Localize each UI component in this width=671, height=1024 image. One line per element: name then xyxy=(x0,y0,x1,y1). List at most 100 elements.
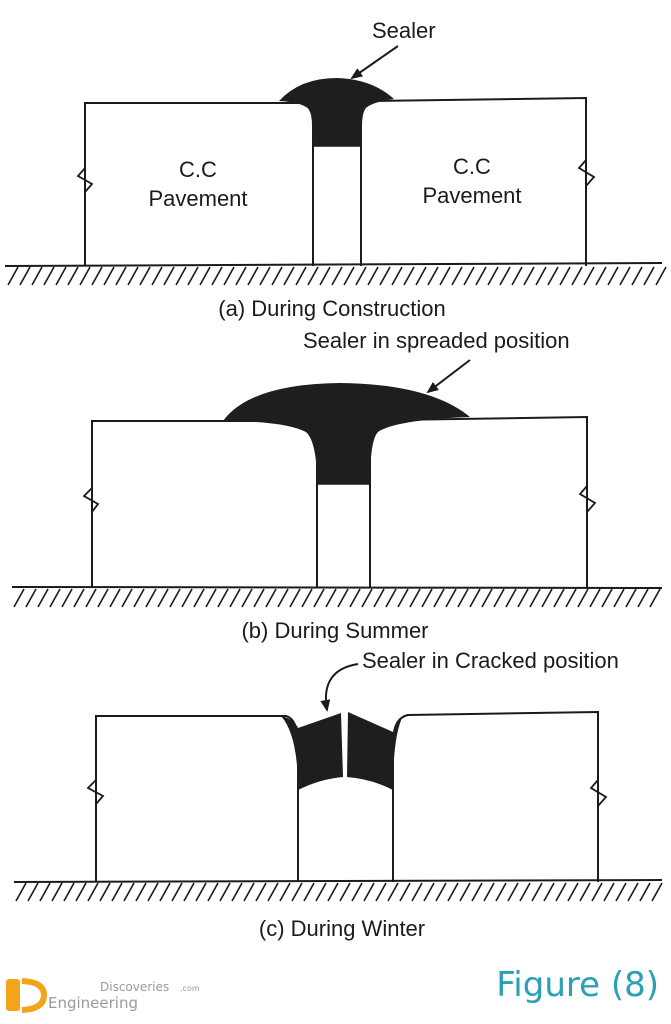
sealer-b xyxy=(223,383,470,484)
right-slab-c xyxy=(392,710,608,882)
hatch-tick xyxy=(327,882,339,902)
hatch-tick xyxy=(217,588,229,608)
hatch-tick xyxy=(187,266,199,286)
caption-a: (a) During Construction xyxy=(218,296,445,321)
ground-hatch-b xyxy=(11,586,663,608)
hatch-tick xyxy=(193,588,205,608)
hatch-tick xyxy=(147,882,159,902)
hatch-tick xyxy=(651,882,663,902)
hatch-tick xyxy=(183,882,195,902)
hatch-tick xyxy=(447,882,459,902)
hatch-tick xyxy=(601,588,613,608)
hatch-tick xyxy=(181,588,193,608)
hatch-tick xyxy=(313,588,325,608)
hatch-tick xyxy=(231,882,243,902)
right-slab-b xyxy=(369,415,597,587)
hatch-tick xyxy=(415,266,427,286)
hatch-tick xyxy=(379,266,391,286)
hatch-tick xyxy=(535,266,547,286)
hatch-tick xyxy=(157,588,169,608)
hatch-tick xyxy=(613,588,625,608)
hatch-tick xyxy=(351,882,363,902)
hatch-tick xyxy=(97,588,109,608)
hatch-tick xyxy=(85,588,97,608)
hatch-tick xyxy=(559,266,571,286)
hatch-tick xyxy=(361,588,373,608)
hatch-tick xyxy=(445,588,457,608)
hatch-tick xyxy=(133,588,145,608)
hatch-tick xyxy=(205,588,217,608)
hatch-tick xyxy=(19,266,31,286)
hatch-tick xyxy=(627,882,639,902)
hatch-tick xyxy=(135,882,147,902)
watermark-suffix: .com xyxy=(180,984,200,993)
hatch-tick xyxy=(79,266,91,286)
hatch-tick xyxy=(397,588,409,608)
hatch-tick xyxy=(265,588,277,608)
hatch-tick xyxy=(151,266,163,286)
hatch-tick xyxy=(339,882,351,902)
hatch-tick xyxy=(73,588,85,608)
hatch-tick xyxy=(241,588,253,608)
hatch-tick xyxy=(121,588,133,608)
hatch-tick xyxy=(499,266,511,286)
hatch-tick xyxy=(481,588,493,608)
engineering-discoveries-logo: Discoveries .com Engineering xyxy=(6,978,200,1013)
hatch-tick xyxy=(517,588,529,608)
hatch-tick xyxy=(145,588,157,608)
hatch-tick xyxy=(523,266,535,286)
left-slab-a xyxy=(76,102,314,266)
hatch-tick xyxy=(277,588,289,608)
sealer-c-left xyxy=(281,713,343,790)
panel-c: Sealer in Cracked position (c) During Wi… xyxy=(13,648,663,941)
hatch-tick xyxy=(529,588,541,608)
hatch-tick xyxy=(591,882,603,902)
hatch-tick xyxy=(279,882,291,902)
hatch-tick xyxy=(303,882,315,902)
hatch-tick xyxy=(123,882,135,902)
hatch-tick xyxy=(259,266,271,286)
hatch-tick xyxy=(421,588,433,608)
hatch-tick xyxy=(283,266,295,286)
hatch-tick xyxy=(435,882,447,902)
hatch-tick xyxy=(639,882,651,902)
hatch-tick xyxy=(349,588,361,608)
hatch-tick xyxy=(103,266,115,286)
hatch-tick xyxy=(511,266,523,286)
hatch-tick xyxy=(589,588,601,608)
hatch-tick xyxy=(399,882,411,902)
hatch-tick xyxy=(271,266,283,286)
sealer-arrow-c xyxy=(320,663,359,712)
hatch-tick xyxy=(115,266,127,286)
hatch-tick xyxy=(223,266,235,286)
hatch-tick xyxy=(409,588,421,608)
sealer-callout-b: Sealer in spreaded position xyxy=(303,328,570,353)
hatch-tick xyxy=(319,266,331,286)
hatch-tick xyxy=(547,266,559,286)
hatch-tick xyxy=(243,882,255,902)
hatch-tick xyxy=(631,266,643,286)
sealer-arrow-a xyxy=(350,45,399,80)
hatch-tick xyxy=(63,882,75,902)
hatch-tick xyxy=(579,882,591,902)
hatch-tick xyxy=(543,882,555,902)
hatch-tick xyxy=(51,882,63,902)
hatch-tick xyxy=(363,882,375,902)
hatch-tick xyxy=(541,588,553,608)
hatch-tick xyxy=(471,882,483,902)
hatch-tick xyxy=(39,882,51,902)
hatch-tick xyxy=(315,882,327,902)
hatch-tick xyxy=(253,588,265,608)
hatch-tick xyxy=(219,882,231,902)
hatch-tick xyxy=(615,882,627,902)
left-slab-c xyxy=(86,715,299,882)
hatch-tick xyxy=(459,882,471,902)
hatch-tick xyxy=(15,882,27,902)
hatch-tick xyxy=(31,266,43,286)
hatch-tick xyxy=(75,882,87,902)
hatch-tick xyxy=(343,266,355,286)
hatch-tick xyxy=(163,266,175,286)
caption-b: (b) During Summer xyxy=(241,618,428,643)
panel-a: Sealer C.C Pavement C.C Pavement (a) Dur… xyxy=(4,18,667,321)
hatch-tick xyxy=(505,588,517,608)
